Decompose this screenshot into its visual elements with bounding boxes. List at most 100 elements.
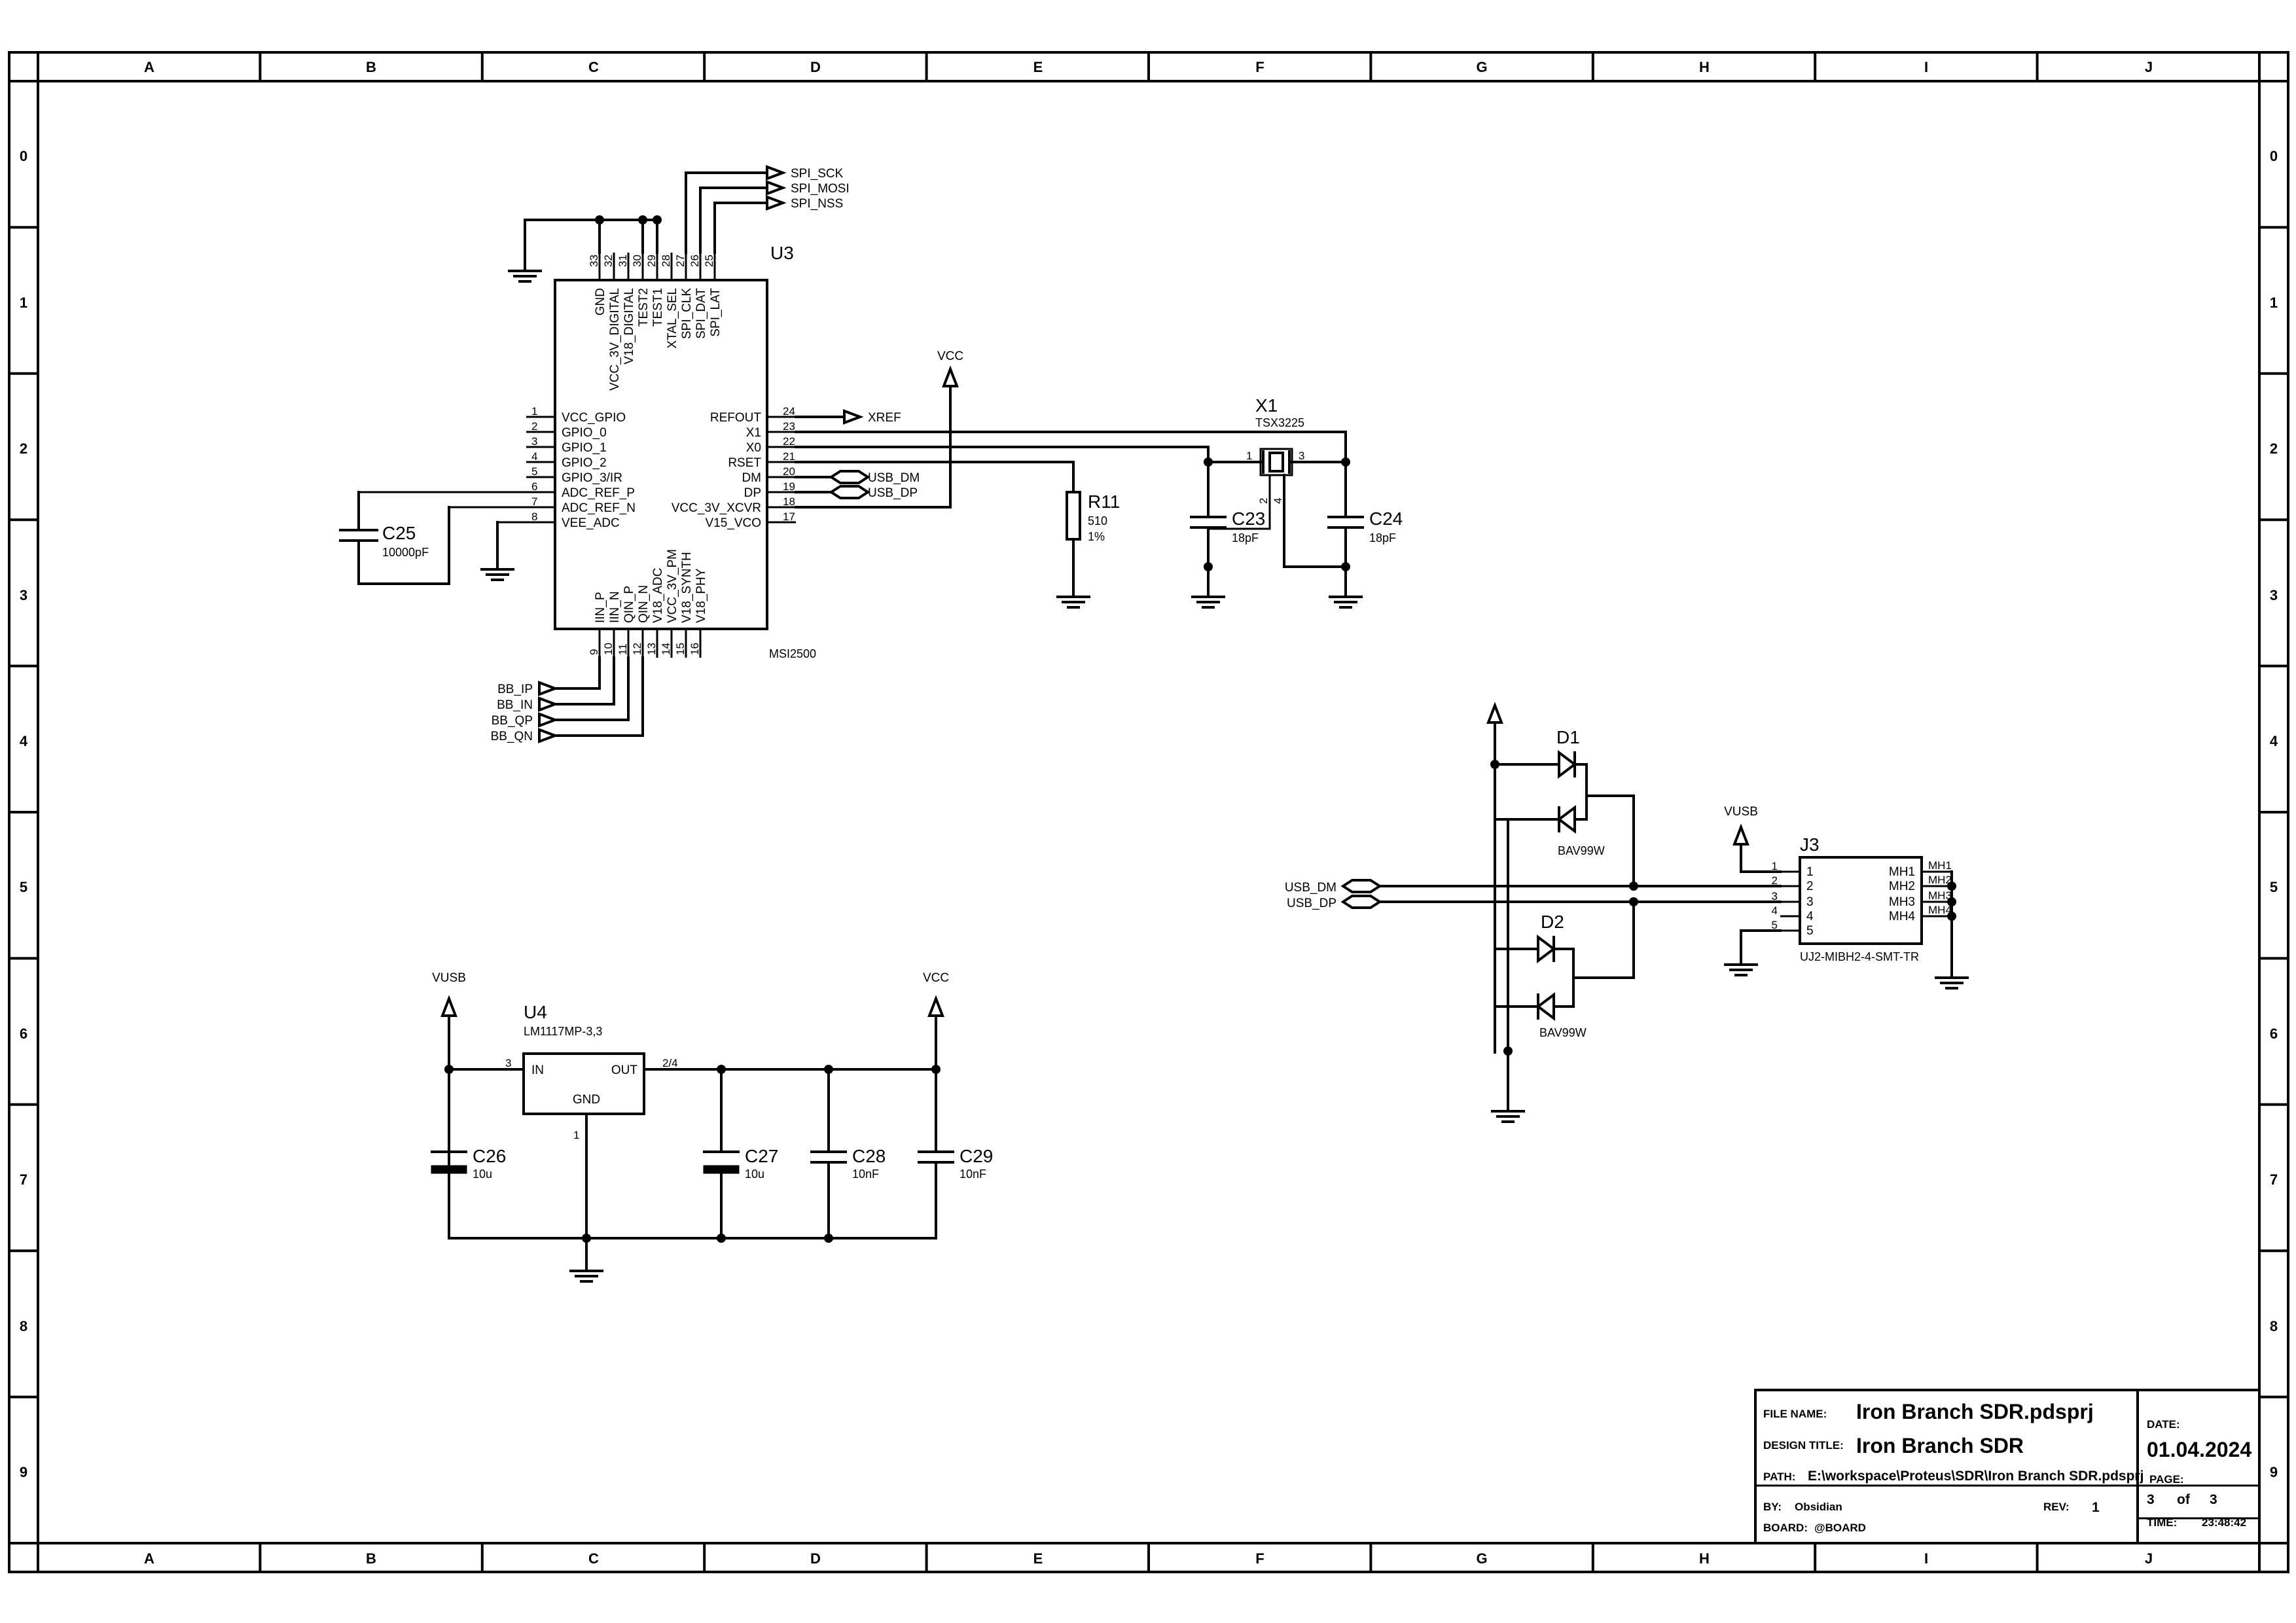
junction-dot: [717, 1234, 726, 1243]
file-name-label: FILE NAME:: [1763, 1408, 1827, 1420]
pin-number: 5: [531, 465, 537, 478]
pin-number: 2: [1257, 498, 1270, 504]
c24-ref: C24: [1369, 508, 1403, 529]
zone-row-label: 8: [2270, 1318, 2278, 1334]
pin-name: QIN_P: [622, 586, 636, 623]
d1-part: BAV99W: [1558, 844, 1605, 857]
pin-number: 9: [588, 649, 600, 655]
c25-capacitor[interactable]: C25 10000pF: [339, 491, 450, 585]
r11-resistor[interactable]: R11 510 1%: [1066, 491, 1120, 598]
design-title-label: DESIGN TITLE:: [1763, 1439, 1844, 1452]
junction-dot: [931, 1065, 941, 1074]
pin-name: QIN_N: [637, 585, 651, 623]
pin-name: VCC_3V_DIGITAL: [608, 288, 622, 391]
pin-name: V18_SYNTH: [680, 552, 694, 623]
c23-capacitor[interactable]: C23 18pF: [1190, 461, 1265, 598]
c28-capacitor[interactable]: C28 10nF: [810, 1146, 886, 1181]
port-bb-qn[interactable]: BB_QN: [491, 728, 559, 743]
zone-col-label: B: [366, 59, 376, 75]
c29-capacitor[interactable]: C29 10nF: [918, 1146, 993, 1181]
junction-dot: [1947, 897, 1956, 906]
junction-dot: [653, 215, 662, 224]
port-spi-nss[interactable]: SPI_NSS: [766, 195, 843, 211]
u3-part: MSI2500: [769, 647, 816, 660]
zone-row-label: 3: [20, 587, 27, 603]
port-xref[interactable]: XREF: [843, 409, 901, 425]
x1-crystal[interactable]: X1 TSX3225 1 3 2 4: [1207, 395, 1347, 568]
u3-left-pin-names: VCC_GPIO GPIO_0 GPIO_1 GPIO_2 GPIO_3/IR …: [562, 411, 636, 530]
c26-value: 10u: [473, 1168, 492, 1181]
x1-ref: X1: [1255, 395, 1278, 416]
u3-right-pin-names: REFOUT X1 X0 RSET DM DP VCC_3V_XCVR V15_…: [672, 411, 762, 530]
port-bb-ip[interactable]: BB_IP: [497, 681, 559, 696]
junction-dot: [444, 1065, 454, 1074]
pin-name: DP: [744, 486, 761, 500]
c24-capacitor[interactable]: C24 18pF: [1327, 461, 1403, 598]
u3-top-pin-names: GND VCC_3V_DIGITAL V18_DIGITAL TEST2 TES…: [594, 288, 723, 391]
c27-capacitor[interactable]: C27 10u: [703, 1146, 778, 1181]
file-name-value: Iron Branch SDR.pdsprj: [1856, 1400, 2094, 1423]
port-spi-mosi[interactable]: SPI_MOSI: [766, 180, 850, 196]
d1-ref: D1: [1556, 727, 1580, 747]
pin-number: 26: [689, 255, 701, 267]
port-usb-dm-u3[interactable]: USB_DM: [829, 470, 920, 485]
r11-value: 510: [1088, 514, 1107, 527]
ground-symbol: [1329, 596, 1363, 609]
by-label: BY:: [1763, 1501, 1782, 1513]
net-label: USB_DP: [1287, 897, 1336, 910]
c25-ref: C25: [382, 523, 416, 543]
c24-value: 18pF: [1369, 531, 1396, 544]
zone-row-label: 5: [2270, 879, 2278, 895]
junction-dot: [1490, 760, 1499, 769]
net-label: XREF: [868, 411, 901, 425]
power-vcc-u3: VCC: [937, 349, 963, 387]
zone-row-label: 3: [2270, 587, 2278, 603]
zone-column-dividers: [259, 51, 2039, 1573]
zone-col-label: A: [144, 59, 154, 75]
pin-number: MH1: [1928, 859, 1952, 872]
port-usb-dp[interactable]: USB_DP: [1287, 895, 1382, 910]
pin-name: SPI_DAT: [694, 288, 708, 339]
port-spi-sck[interactable]: SPI_SCK: [766, 165, 844, 181]
zone-col-label: I: [1924, 1550, 1928, 1567]
pin-number: MH2: [1928, 874, 1952, 886]
ground-symbol: [1191, 596, 1225, 609]
c29-value: 10nF: [960, 1168, 986, 1181]
u3-body[interactable]: [554, 279, 768, 630]
j3-usb-connector[interactable]: J3 UJ2-MIBH2-4-SMT-TR 1 2 3 4 5 1 2 3 4 …: [1772, 834, 1952, 963]
zone-col-label: H: [1699, 59, 1710, 75]
port-usb-dm[interactable]: USB_DM: [1285, 879, 1382, 895]
c28-ref: C28: [852, 1146, 886, 1166]
pin-name: MH3: [1889, 895, 1915, 909]
pin-number: 29: [645, 255, 658, 267]
port-usb-dp-u3[interactable]: USB_DP: [829, 485, 918, 500]
pin-number: 8: [531, 510, 537, 523]
u3-msi2500[interactable]: U3 MSI2500 33 32 31 30 29 28 27 26 25 GN…: [359, 220, 816, 660]
pin-number: 25: [703, 255, 715, 267]
junction-dot: [582, 1234, 591, 1243]
pin-name: GND: [573, 1093, 600, 1107]
pin-number: 4: [1272, 498, 1284, 504]
zone-col-label: B: [366, 1550, 376, 1567]
u4-lm1117[interactable]: U4 LM1117MP-3,3 IN OUT GND 3 2/4 1: [505, 1002, 678, 1141]
path-label: PATH:: [1763, 1471, 1795, 1483]
c26-capacitor[interactable]: C26 10u: [431, 1146, 506, 1181]
junction-dot: [824, 1065, 833, 1074]
pin-name: 1: [1806, 865, 1814, 879]
pin-name: X1: [746, 426, 761, 440]
zone-row-label: 4: [20, 733, 28, 749]
pin-number: 21: [783, 450, 795, 463]
zone-col-label: E: [1033, 1550, 1043, 1567]
port-bb-in[interactable]: BB_IN: [497, 696, 559, 712]
path-value: E:\workspace\Proteus\SDR\Iron Branch SDR…: [1808, 1469, 2144, 1484]
power-vcc-u4: VCC: [923, 971, 949, 1017]
pin-number: 10: [602, 643, 615, 655]
zone-row-label: 9: [20, 1464, 27, 1480]
pin-number: 3: [531, 435, 537, 448]
d2-diode-array[interactable]: D2 BAV99W: [1535, 912, 1587, 1039]
net-label: BB_IP: [497, 683, 533, 696]
d1-diode-array[interactable]: D1 BAV99W: [1556, 727, 1605, 857]
pin-name: VCC_3V_PM: [666, 549, 679, 623]
port-bb-qp[interactable]: BB_QP: [492, 712, 559, 728]
net-label: BB_IN: [497, 698, 533, 712]
